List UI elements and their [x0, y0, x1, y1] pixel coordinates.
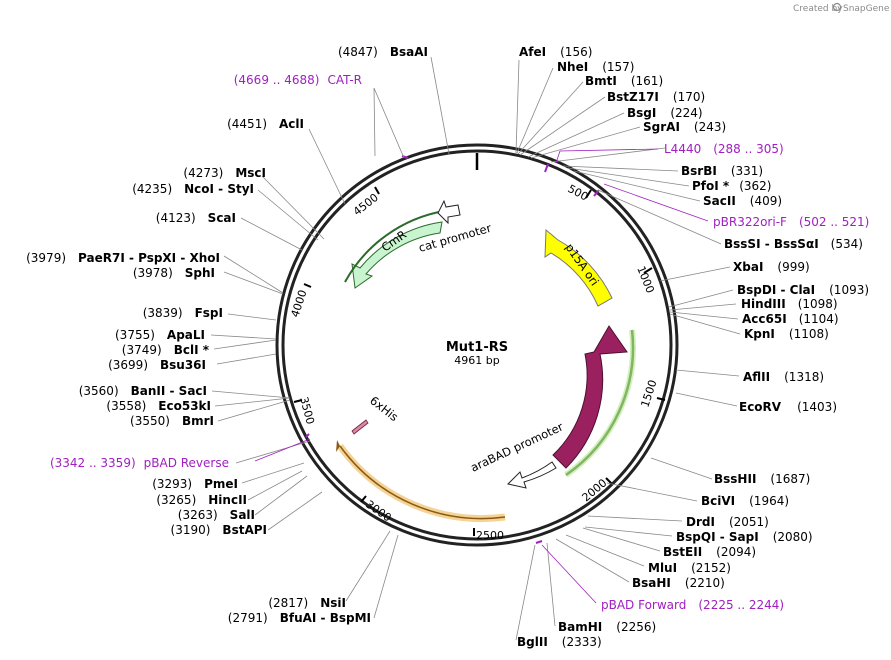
- plasmid-size: 4961 bp: [454, 354, 499, 367]
- enzyme-label: XbaI(999): [733, 260, 810, 274]
- orange-feature-arc: [336, 440, 506, 523]
- watermark-prefix: Created by: [793, 4, 843, 14]
- primer-marks: [305, 155, 600, 544]
- enzyme-label: (2817)NsiI: [268, 596, 346, 610]
- enzyme-label: BssSI - BssSαI(534): [724, 237, 863, 251]
- enzyme-label: PfoI *(362): [692, 179, 771, 193]
- enzyme-label: (4451)AclI: [227, 117, 304, 131]
- watermark-brand: SnapGene: [843, 4, 890, 14]
- enzyme-label: (3979)PaeR7I - PspXI - XhoI: [26, 251, 220, 265]
- tick-2500: 2500: [476, 529, 504, 542]
- enzyme-label: AfeI(156): [519, 45, 592, 59]
- enzyme-labels-right: AfeI(156) NheI(157) BmtI(161) BstZ17I(17…: [517, 45, 869, 649]
- cmr-feature[interactable]: [344, 210, 445, 289]
- enzyme-label: BspQI - SapI(2080): [676, 530, 813, 544]
- primer-leader-lines: [254, 148, 709, 604]
- enzyme-label: DrdI(2051): [686, 515, 769, 529]
- enzyme-label: KpnI(1108): [744, 327, 829, 341]
- enzyme-label: HindIII(1098): [741, 297, 838, 311]
- leader-lines-left: [210, 56, 450, 619]
- plasmid-name: Mut1-RS: [446, 340, 508, 355]
- enzyme-label: (3978)SphI: [133, 266, 215, 280]
- arac-feature[interactable]: [552, 325, 636, 478]
- enzyme-label: (3265)HincII: [156, 493, 247, 507]
- enzyme-label: Acc65I(1104): [742, 312, 839, 326]
- enzyme-label: SgrAI(243): [643, 120, 726, 134]
- enzyme-label: MluI(2152): [648, 561, 731, 575]
- enzyme-label: (3190)BstAPI: [171, 523, 267, 537]
- enzyme-label: BciVI(1964): [701, 494, 789, 508]
- primer-label: pBR322ori-F(502 .. 521): [713, 215, 869, 229]
- arabad-promoter-feature[interactable]: [507, 461, 557, 489]
- backbone-outer-ring: [275, 143, 679, 547]
- tick-marks: [293, 186, 666, 536]
- enzyme-label: (3550)BmrI: [130, 414, 214, 428]
- enzyme-label: BssHII(1687): [714, 472, 810, 486]
- enzyme-label: NheI(157): [557, 60, 634, 74]
- enzyme-label: BglII(2333): [517, 635, 602, 649]
- enzyme-label: (2791)BfuAI - BspMI: [228, 611, 371, 625]
- enzyme-label: BstEII(2094): [663, 545, 756, 559]
- enzyme-label: (4123)ScaI: [156, 211, 236, 225]
- enzyme-label: BsgI(224): [627, 106, 703, 120]
- leader-lines-right: [515, 59, 741, 641]
- enzyme-label: (3560)BanII - SacI: [79, 384, 207, 398]
- enzyme-label: BamHI(2256): [558, 620, 656, 634]
- enzyme-label: AflII(1318): [743, 370, 824, 384]
- enzyme-label: (4847)BsaAI: [338, 45, 428, 59]
- p15a-ori-feature[interactable]: [544, 228, 613, 307]
- enzyme-label: (3839)FspI: [143, 306, 223, 320]
- enzyme-label: (3263)SalI: [178, 508, 255, 522]
- enzyme-label: (3558)Eco53kI: [106, 399, 211, 413]
- primer-label: (3342 .. 3359)pBAD Reverse: [50, 456, 229, 470]
- enzyme-label: (3699)Bsu36I: [108, 358, 206, 372]
- enzyme-label: SacII(409): [703, 194, 782, 208]
- primer-label: (4669 .. 4688)CAT-R: [234, 73, 362, 87]
- enzyme-label: BspDI - ClaI(1093): [737, 283, 869, 297]
- enzyme-label: (3749)BclI *: [122, 343, 210, 357]
- tick-1000: 1000: [634, 264, 657, 295]
- enzyme-label: (4273)MscI: [183, 166, 266, 180]
- primer-labels: (4669 .. 4688)CAT-R L4440(288 .. 305) pB…: [50, 73, 869, 612]
- enzyme-label: (3755)ApaLI: [115, 328, 205, 342]
- backbone-inner-ring: [281, 149, 673, 541]
- tick-1500: 1500: [638, 378, 659, 409]
- enzyme-label: (4235)NcoI - StyI: [132, 182, 254, 196]
- enzyme-label: BsaHI(2210): [632, 576, 725, 590]
- his-tag-feature[interactable]: [351, 419, 369, 435]
- enzyme-label: (3293)PmeI: [152, 477, 238, 491]
- enzyme-label: EcoRV(1403): [739, 400, 837, 414]
- snapgene-logo-icon: [832, 2, 842, 12]
- primer-label: pBAD Forward(2225 .. 2244): [601, 598, 784, 612]
- cat-promoter-feature[interactable]: [437, 199, 461, 225]
- primer-label: L4440(288 .. 305): [664, 142, 784, 156]
- his-tag-label: 6xHis: [367, 393, 401, 424]
- enzyme-label: BsrBI(331): [681, 164, 763, 178]
- enzyme-label: BstZ17I(170): [607, 90, 705, 104]
- enzyme-label: BmtI(161): [585, 74, 663, 88]
- enzyme-labels-left: (4847)BsaAI (4451)AclI (4273)MscI (4235)…: [26, 45, 428, 625]
